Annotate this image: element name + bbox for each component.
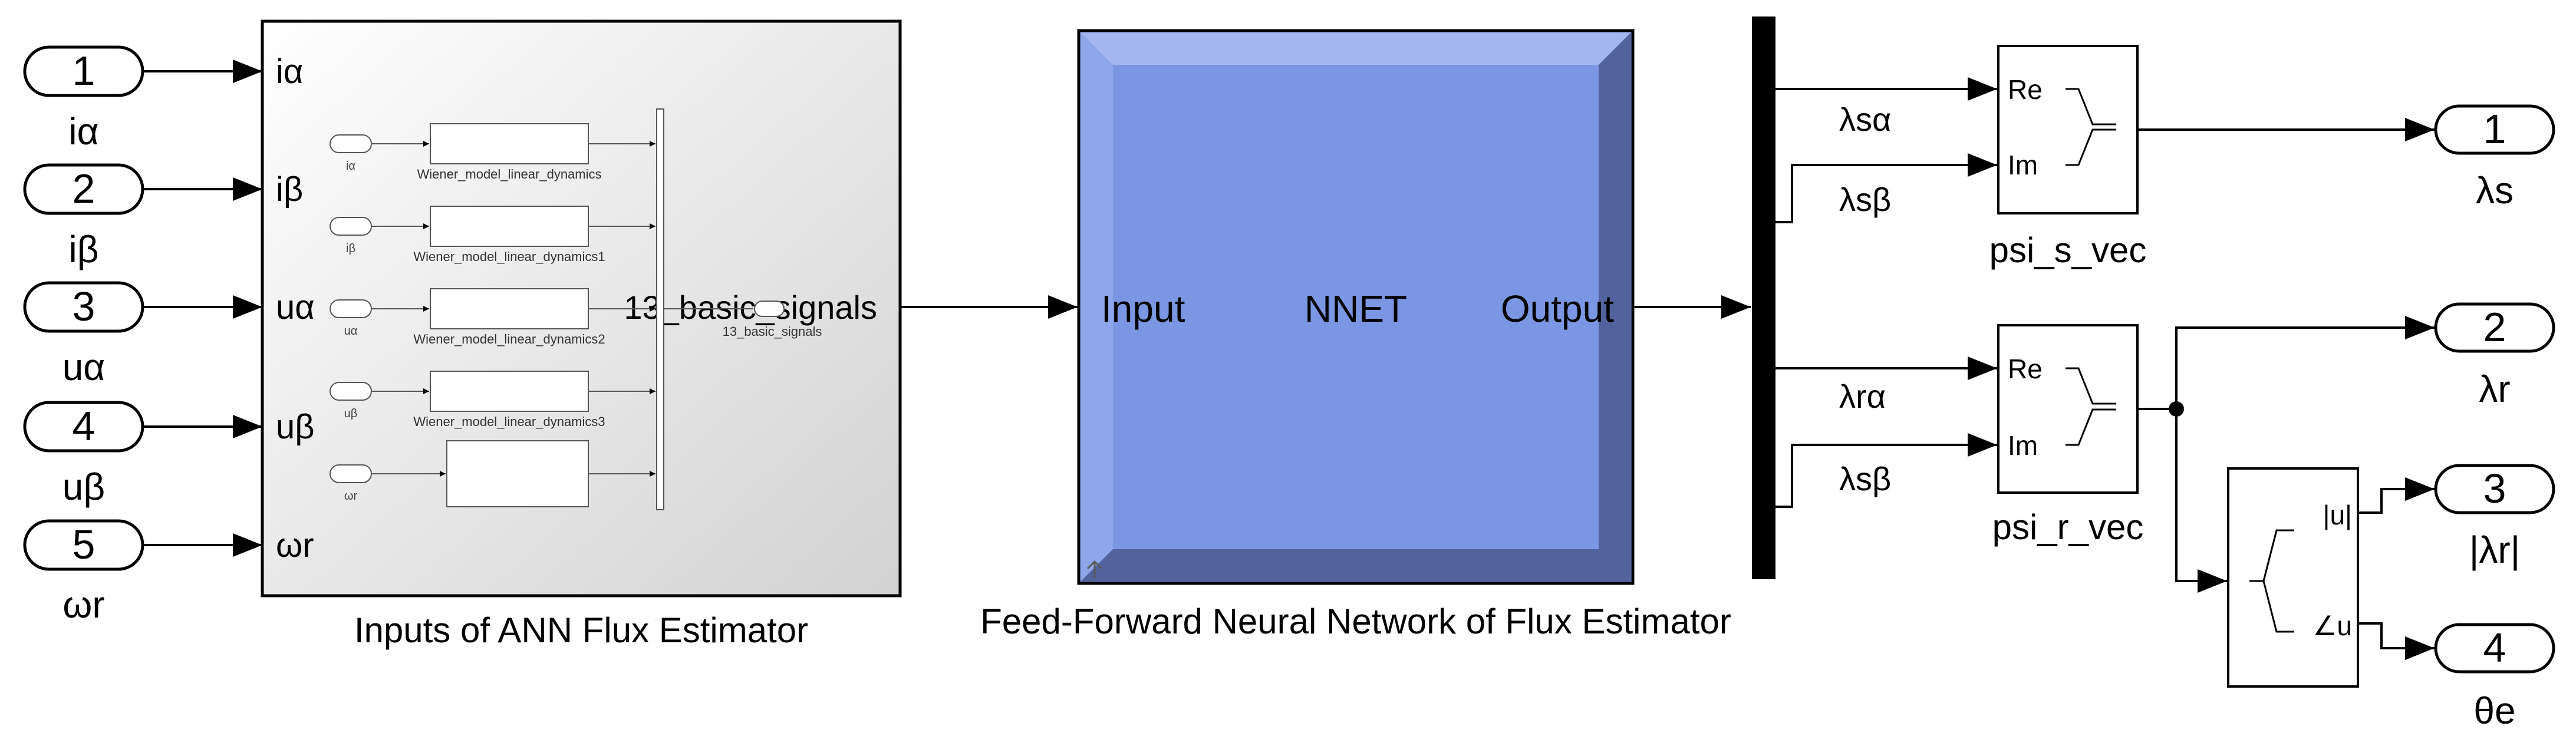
- nnet-caption: Feed-Forward Neural Network of Flux Esti…: [980, 602, 1731, 641]
- signal-line[interactable]: [1775, 153, 1997, 223]
- signal-label-lambda-r-alpha: λrα: [1839, 378, 1886, 415]
- nnet-bevel-top: [1081, 32, 1631, 65]
- subsystem-port-label: iβ: [276, 170, 303, 209]
- inport-signal-lines: [143, 60, 262, 557]
- inport-3[interactable]: 3 uα: [23, 281, 144, 388]
- complex-to-magnitude-angle-block[interactable]: |u| ∠u: [2227, 467, 2359, 688]
- outport-4[interactable]: 4 θe: [2434, 623, 2555, 732]
- link-icon: [1086, 560, 1103, 578]
- mini-inport: [330, 299, 372, 318]
- signal-label-lambda-s-beta-2: λsβ: [1839, 460, 1891, 497]
- mini-block: [446, 440, 589, 507]
- signal-label-lambda-s-alpha: λsα: [1839, 101, 1891, 138]
- psi-s-vec-block[interactable]: Re Im: [1997, 45, 2139, 214]
- im-port-label: Im: [2008, 150, 2038, 180]
- nnet-output-label: Output: [1501, 288, 1614, 330]
- signal-line[interactable]: [1775, 433, 1997, 508]
- inport-4[interactable]: 4 uβ: [23, 401, 144, 508]
- inport-5-name: ωr: [62, 583, 104, 626]
- re-port-label: Re: [2008, 354, 2043, 384]
- mini-block-label: Wiener_model_linear_dynamics: [417, 167, 601, 181]
- inport-1[interactable]: 1 iα: [23, 45, 144, 153]
- inport-3-name: uα: [62, 346, 106, 388]
- outport-2[interactable]: 2 λr: [2434, 302, 2555, 410]
- complex-to-magnitude-angle-icon: [2249, 529, 2294, 633]
- outport-1-name: λs: [2476, 169, 2514, 212]
- subsystem-port-label: ωr: [276, 526, 314, 565]
- inport-1-name: iα: [68, 110, 98, 153]
- signal-line[interactable]: [2358, 622, 2435, 660]
- inport-5[interactable]: 5 ωr: [23, 519, 144, 626]
- inputs-subsystem[interactable]: iα iβ uα uβ ωr 13_basic_signals: [261, 19, 902, 598]
- signal-label-lambda-s-beta: λsβ: [1839, 181, 1891, 218]
- mini-port-label: iβ: [346, 242, 355, 255]
- signal-line[interactable]: [2137, 316, 2435, 410]
- nnet-bevel-right: [1599, 32, 1631, 582]
- outport-3-number: 3: [2483, 466, 2506, 511]
- inport-2[interactable]: 2 iβ: [23, 163, 144, 270]
- mini-inport: [330, 464, 372, 483]
- psi-r-vec-caption: psi_r_vec: [1992, 507, 2144, 547]
- subsystem-preview: [330, 108, 785, 510]
- mini-block: [430, 288, 589, 329]
- nnet-bevel-bottom: [1081, 549, 1631, 582]
- subsystem-output-label: 13_basic_signals: [624, 289, 877, 326]
- outport-4-number: 4: [2483, 625, 2506, 671]
- outport-3-name: |λr|: [2469, 529, 2521, 571]
- mini-port-label: iα: [346, 160, 355, 173]
- mini-port-label: ωr: [344, 490, 358, 503]
- inport-2-name: iβ: [68, 228, 98, 270]
- mini-port-label: uα: [344, 325, 358, 338]
- subsystem-port-label: uα: [276, 288, 315, 326]
- mini-mux: [656, 108, 664, 510]
- signal-line[interactable]: [2358, 477, 2435, 514]
- real-imag-to-complex-icon: [2066, 367, 2116, 446]
- output-lines: [2137, 118, 2435, 660]
- mini-outport: [754, 301, 785, 317]
- mini-port-label: uβ: [344, 407, 358, 420]
- inport-4-number: 4: [73, 403, 95, 449]
- inport-3-number: 3: [73, 283, 95, 329]
- branch-point: [2169, 401, 2184, 417]
- subsystem-port-label: iα: [276, 52, 303, 91]
- mini-inport: [330, 382, 372, 401]
- subsystem-caption: Inputs of ANN Flux Estimator: [354, 610, 808, 650]
- angle-port-label: ∠u: [2313, 610, 2352, 641]
- mini-block: [430, 206, 589, 247]
- inport-2-number: 2: [73, 166, 95, 212]
- demux-output-lines: [1775, 77, 1997, 508]
- mini-block: [430, 371, 589, 412]
- demux-bar[interactable]: [1752, 16, 1775, 579]
- psi-r-vec-block[interactable]: Re Im: [1997, 324, 2139, 494]
- inport-5-number: 5: [73, 521, 95, 567]
- im-port-label: Im: [2008, 430, 2038, 461]
- abs-port-label: |u|: [2323, 500, 2352, 530]
- nnet-input-label: Input: [1101, 288, 1185, 330]
- nnet-bevel-left: [1081, 32, 1113, 582]
- real-imag-to-complex-icon: [2066, 88, 2116, 166]
- mini-block-label: Wiener_model_linear_dynamics3: [413, 414, 605, 429]
- mini-block-label: Wiener_model_linear_dynamics2: [413, 332, 605, 346]
- nnet-body: [1077, 29, 1635, 585]
- inport-4-name: uβ: [62, 466, 105, 508]
- outport-2-number: 2: [2483, 304, 2506, 350]
- outport-4-name: θe: [2473, 689, 2515, 732]
- outport-1-number: 1: [2483, 106, 2506, 152]
- nnet-block[interactable]: Input NNET Output: [1077, 29, 1635, 585]
- mini-inport: [330, 134, 372, 153]
- outport-2-name: λr: [2479, 368, 2510, 410]
- subsystem-port-label: uβ: [276, 408, 315, 446]
- inport-1-number: 1: [73, 48, 95, 94]
- mini-outport-label: 13_basic_signals: [723, 324, 822, 339]
- mini-block: [430, 123, 589, 164]
- mini-inport: [330, 217, 372, 236]
- mini-block-label: Wiener_model_linear_dynamics1: [413, 249, 605, 264]
- nnet-name: NNET: [1305, 288, 1407, 330]
- psi-s-vec-caption: psi_s_vec: [1989, 230, 2147, 270]
- outport-1[interactable]: 1 λs: [2434, 104, 2555, 212]
- re-port-label: Re: [2008, 74, 2043, 105]
- outport-3[interactable]: 3 |λr|: [2434, 464, 2555, 571]
- signal-line[interactable]: [2175, 409, 2227, 593]
